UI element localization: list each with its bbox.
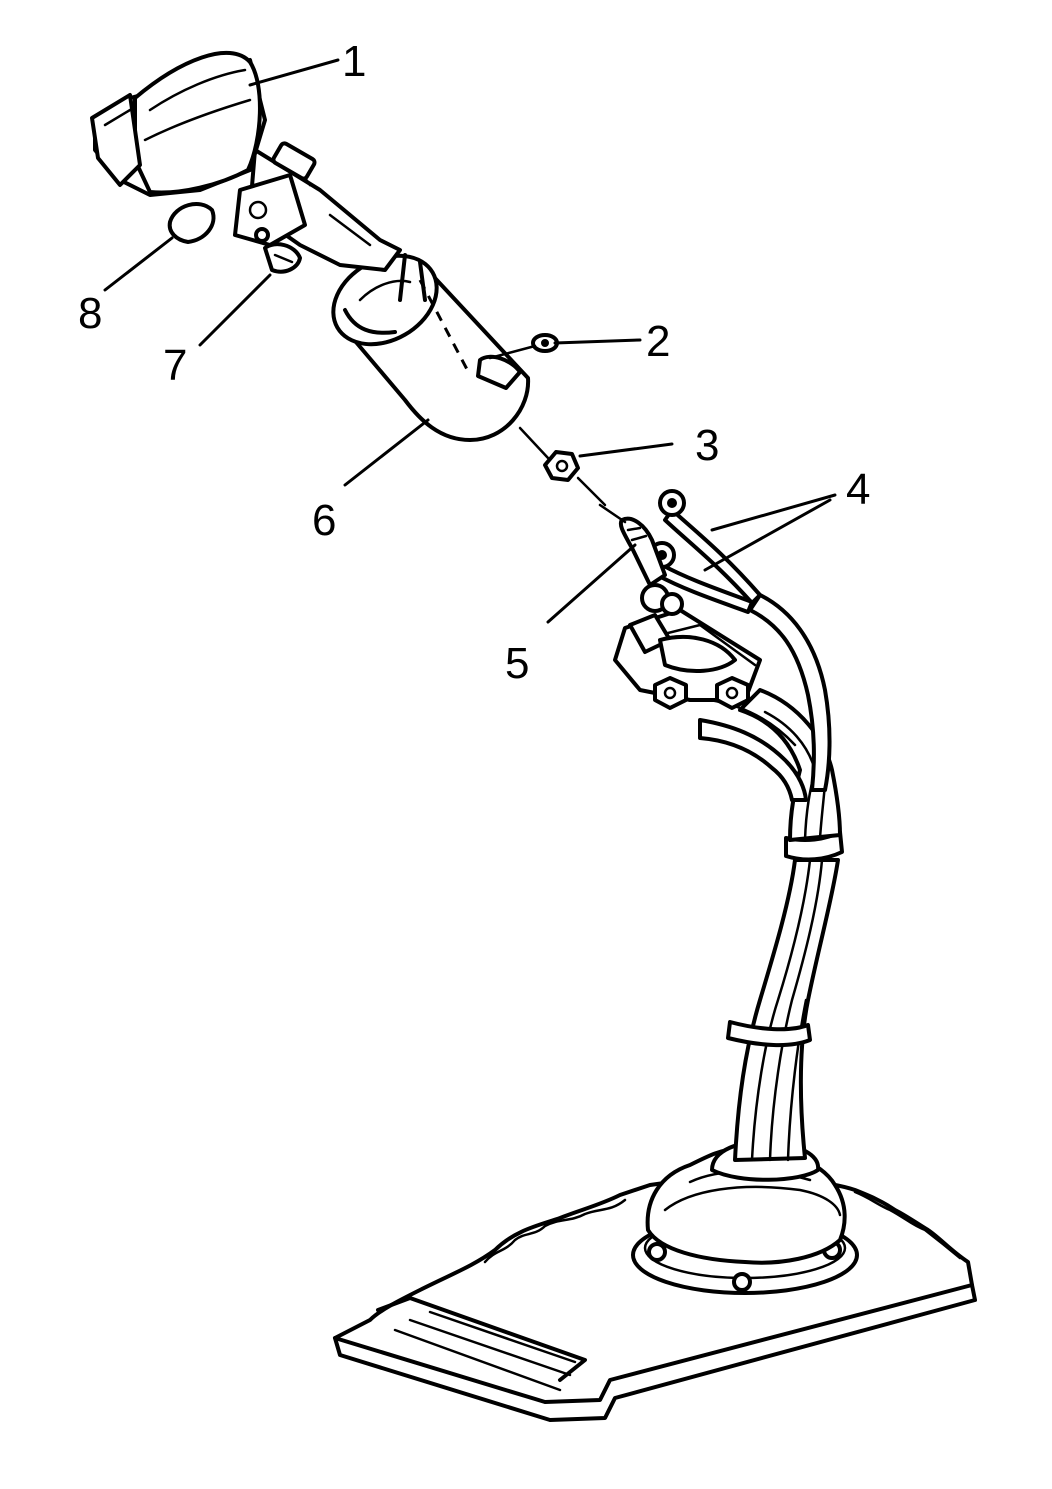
lever-rod	[598, 503, 667, 587]
screw-part-2	[488, 333, 559, 360]
callout-labels: 1 2 3 4 5 6 7 8	[78, 37, 870, 688]
wire-terminals	[648, 489, 762, 614]
callout-5: 5	[505, 639, 529, 688]
cover-sleeve	[331, 253, 531, 442]
leader-5	[546, 543, 637, 624]
callout-4: 4	[846, 465, 870, 514]
leader-7	[198, 273, 272, 347]
leader-1	[248, 58, 340, 87]
leader-3	[578, 442, 674, 458]
leader-2	[553, 338, 642, 345]
shift-knob-assembly	[90, 51, 402, 274]
leader-6	[343, 418, 430, 487]
callout-3: 3	[695, 421, 719, 470]
callout-8: 8	[78, 289, 102, 338]
nut-part-3	[518, 426, 607, 507]
callout-1: 1	[342, 37, 366, 86]
lever-bracket	[613, 583, 762, 710]
cable-bundle	[698, 593, 844, 1162]
callout-7: 7	[163, 341, 187, 390]
callout-2: 2	[646, 317, 670, 366]
leader-4b	[703, 498, 832, 572]
callout-6: 6	[312, 496, 336, 545]
leader-4a	[710, 493, 837, 532]
leader-lines	[103, 58, 837, 624]
leader-8	[103, 236, 174, 292]
shifter-boot	[631, 1139, 859, 1295]
